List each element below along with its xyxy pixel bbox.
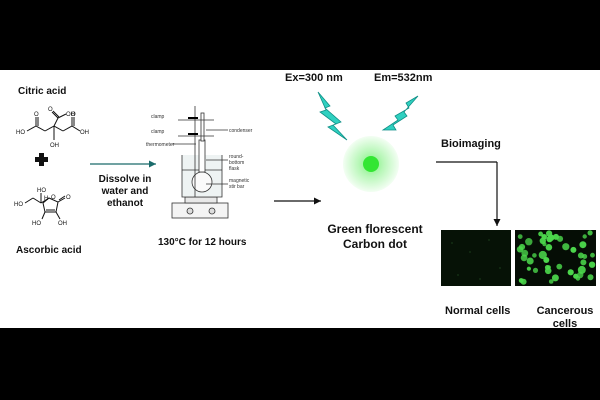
cancer-cell	[538, 250, 547, 260]
cancer-cell	[587, 274, 594, 281]
ascorbic-acid-atoms: HO HO H O O HO OH	[14, 188, 71, 227]
aa-atom-o-ring: O	[51, 195, 56, 201]
dissolve-step-label: Dissolve in water and ethanot	[95, 174, 155, 210]
bioimaging-label: Bioimaging	[441, 138, 501, 150]
citric-acid-structure	[26, 110, 81, 140]
citric-acid-atoms: HO O O OH O OH OH	[16, 107, 89, 149]
ca-atom-oh-bottom: OH	[50, 143, 59, 149]
cancer-cell	[562, 243, 570, 251]
label-condenser: condenser	[229, 128, 253, 134]
cancer-cell	[548, 279, 554, 284]
cancer-cell	[545, 244, 553, 251]
cancer-cell	[538, 231, 543, 237]
carbon-dot	[363, 156, 379, 172]
aa-atom-ho-bottom: HO	[32, 221, 41, 227]
normal-cells-label: Normal cells	[445, 305, 511, 317]
cancer-cell	[588, 261, 596, 268]
cancer-cell	[542, 242, 547, 247]
ca-atom-oh-right: OH	[80, 130, 89, 136]
cancer-cell	[570, 246, 577, 253]
ca-atom-o-right: O	[71, 112, 76, 118]
cancer-cell	[541, 234, 547, 240]
cancer-cell	[567, 269, 574, 276]
knob-left	[186, 207, 194, 215]
plus-icon	[35, 153, 48, 166]
cancer-cell	[577, 271, 584, 279]
cancer-cell	[517, 234, 523, 240]
aa-atom-o-keto: O	[66, 195, 71, 201]
cancer-cell	[580, 259, 587, 266]
citric-acid-label: Citric acid	[18, 86, 67, 97]
cancer-cell	[532, 253, 537, 258]
cancer-cells-line-1: Cancerous	[536, 305, 594, 317]
aa-atom-h: H	[44, 196, 48, 202]
arrow-bioimaging	[436, 161, 501, 226]
label-clamp-top: clamp	[151, 114, 165, 120]
cancer-cell	[546, 230, 553, 237]
cancer-cell	[579, 241, 587, 249]
ascorbic-acid-label: Ascorbic acid	[16, 245, 82, 256]
label-flask-3: flask	[229, 166, 240, 172]
product-label: Green florescent Carbon dot	[320, 222, 430, 252]
reflux-apparatus	[171, 106, 229, 219]
excitation-label: Ex=300 nm	[285, 72, 343, 84]
cancer-cells-line-2: cells	[552, 318, 578, 330]
aa-atom-ho-left: HO	[14, 202, 23, 208]
dissolve-line-2: water and	[101, 186, 149, 197]
label-flask-1: round-	[229, 154, 244, 160]
apparatus-labels: clamp clamp thermometer condenser round-…	[146, 114, 253, 190]
emission-lightning-icon	[381, 95, 419, 131]
cancer-cell	[520, 278, 527, 285]
normal-cells-image	[441, 230, 511, 286]
ca-atom-o-left: O	[34, 112, 39, 118]
aa-atom-ho-top: HO	[37, 188, 46, 194]
label-thermometer: thermometer	[146, 142, 175, 148]
top-black-band	[0, 0, 600, 70]
cancer-cell	[577, 252, 584, 259]
excitation-lightning-icon	[317, 91, 348, 141]
bottom-black-band	[0, 328, 600, 400]
cancer-cell	[526, 257, 534, 265]
cancer-cell	[521, 249, 529, 257]
cancer-cell	[551, 274, 559, 282]
ascorbic-acid-structure	[24, 193, 66, 220]
cancer-cell	[544, 265, 550, 270]
cancer-cell	[553, 233, 559, 240]
dissolve-line-1: Dissolve in	[98, 174, 152, 185]
cancer-cell	[587, 230, 593, 236]
label-magnetic-1: magnetic	[229, 178, 250, 184]
product-line-2: Carbon dot	[343, 237, 407, 251]
cancer-cell	[532, 267, 539, 273]
knob-right	[208, 207, 216, 215]
label-clamp-mid: clamp	[151, 129, 165, 135]
cancer-cells-label: Cancerous cells	[530, 305, 600, 331]
label-magnetic-2: stir bar	[229, 184, 245, 190]
emission-label: Em=532nm	[374, 72, 433, 84]
label-flask-2: bottom	[229, 160, 244, 166]
cancer-cell	[518, 243, 526, 251]
cancer-cell	[556, 263, 563, 270]
hot-plate	[171, 202, 229, 219]
cancer-cell	[546, 235, 553, 243]
ca-atom-ho-left: HO	[16, 130, 25, 136]
cancer-cell	[543, 257, 550, 263]
dissolve-line-3: ethanot	[106, 198, 144, 209]
aa-atom-oh-bottom: OH	[58, 221, 67, 227]
ca-atom-oh-top: OH	[66, 112, 75, 118]
cancer-cell	[526, 266, 532, 271]
reaction-condition-label: 130°C for 12 hours	[158, 237, 247, 248]
cancer-cell	[525, 238, 533, 246]
cancer-cell	[590, 252, 595, 258]
cancer-cell	[582, 234, 587, 239]
product-line-1: Green florescent	[327, 222, 423, 236]
normal-cells-speckle	[451, 239, 501, 280]
cancer-cells-dots	[516, 230, 596, 285]
ca-atom-o-top: O	[48, 107, 53, 113]
